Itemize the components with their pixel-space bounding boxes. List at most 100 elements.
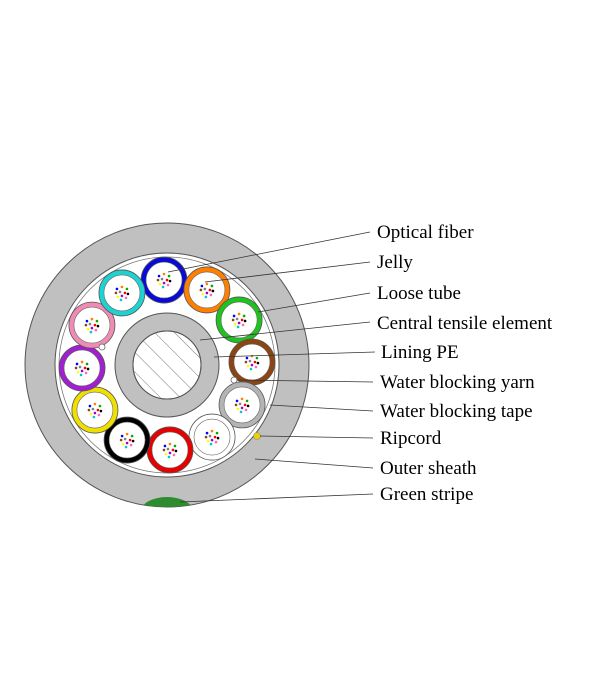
optical-fiber	[120, 434, 124, 438]
optical-fiber	[80, 369, 84, 373]
optical-fiber	[163, 444, 167, 448]
optical-fiber	[256, 361, 260, 365]
optical-fiber	[90, 326, 94, 330]
optical-fiber	[83, 366, 87, 370]
optical-fiber	[244, 408, 248, 412]
optical-fiber	[255, 356, 259, 360]
leader-outer-sheath	[254, 458, 374, 469]
optical-fiber	[82, 363, 86, 367]
optical-fiber	[90, 317, 94, 321]
jelly	[73, 306, 111, 344]
optical-fiber	[244, 360, 248, 364]
optical-fiber	[162, 272, 166, 276]
optical-fiber	[238, 402, 242, 406]
optical-fiber	[95, 405, 99, 409]
optical-fiber	[74, 366, 78, 370]
jelly	[223, 386, 261, 424]
label-water-blocking-tape: Water blocking tape	[380, 401, 533, 422]
optical-fiber	[214, 440, 218, 444]
optical-fiber	[88, 404, 92, 408]
optical-fiber	[168, 451, 172, 455]
optical-fiber	[240, 406, 244, 410]
optical-fiber	[131, 439, 135, 443]
optical-fiber	[207, 285, 211, 289]
optical-fiber	[114, 291, 118, 295]
optical-fiber	[205, 291, 209, 295]
leader-ripcord	[259, 435, 374, 439]
optical-fiber	[116, 295, 120, 299]
optical-fiber	[203, 287, 207, 291]
optical-fiber	[252, 357, 256, 361]
optical-fiber	[158, 282, 162, 286]
leader-green-stripe	[179, 493, 374, 503]
optical-fiber	[124, 445, 128, 449]
jelly	[151, 431, 189, 469]
optical-fiber	[76, 370, 80, 374]
optical-fiber	[115, 287, 119, 291]
optical-fiber	[84, 323, 88, 327]
optical-fiber	[126, 292, 130, 296]
optical-fiber	[162, 281, 166, 285]
optical-fiber	[253, 360, 257, 364]
optical-fiber	[245, 356, 249, 360]
optical-fiber	[85, 319, 89, 323]
jelly	[63, 349, 101, 387]
optical-fiber	[210, 284, 214, 288]
optical-fiber	[216, 436, 220, 440]
optical-fiber	[209, 293, 213, 297]
label-optical-fiber: Optical fiber	[377, 222, 474, 243]
optical-fiber	[171, 448, 175, 452]
optical-fiber	[239, 410, 243, 414]
optical-fiber	[99, 409, 103, 413]
optical-fiber	[120, 285, 124, 289]
water-blocking-yarn-2	[98, 343, 106, 351]
optical-fiber	[127, 435, 131, 439]
optical-fiber	[123, 437, 127, 441]
optical-fiber	[215, 431, 219, 435]
optical-fiber	[168, 279, 172, 283]
jelly	[188, 271, 226, 309]
ripcord	[253, 432, 261, 440]
optical-fiber	[235, 399, 239, 403]
optical-fiber	[166, 283, 170, 287]
optical-fiber	[208, 434, 212, 438]
optical-fiber	[236, 407, 240, 411]
optical-fiber	[97, 413, 101, 417]
green-stripe	[141, 497, 193, 507]
loose-tubes	[58, 256, 276, 474]
optical-fiber	[243, 319, 247, 323]
optical-fiber	[240, 397, 244, 401]
optical-fiber	[204, 295, 208, 299]
optical-fiber	[170, 445, 174, 449]
optical-fiber	[95, 319, 99, 323]
optical-fiber	[120, 294, 124, 298]
optical-fiber	[166, 447, 170, 451]
optical-fiber	[98, 404, 102, 408]
leader-lining-pe	[213, 351, 376, 358]
optical-fiber	[237, 321, 241, 325]
optical-fiber	[89, 412, 93, 416]
optical-fiber	[121, 442, 125, 446]
optical-fiber	[249, 367, 253, 371]
optical-fiber	[119, 438, 123, 442]
optical-fiber	[213, 435, 217, 439]
optical-fiber	[94, 328, 98, 332]
optical-fiber	[172, 453, 176, 457]
optical-fiber	[243, 403, 247, 407]
optical-fiber	[96, 324, 100, 328]
leader-central-tensile-element	[199, 321, 371, 341]
optical-fiber	[87, 408, 91, 412]
optical-fiber	[162, 448, 166, 452]
loose-tube	[188, 413, 236, 461]
optical-fiber	[75, 362, 79, 366]
optical-fiber	[248, 359, 252, 363]
optical-fiber	[234, 403, 238, 407]
optical-fiber	[211, 289, 215, 293]
optical-fiber	[93, 402, 97, 406]
optical-fiber	[88, 322, 92, 326]
optical-fiber	[129, 443, 133, 447]
optical-fiber	[204, 435, 208, 439]
optical-fiber	[125, 432, 129, 436]
optical-fiber	[85, 362, 89, 366]
